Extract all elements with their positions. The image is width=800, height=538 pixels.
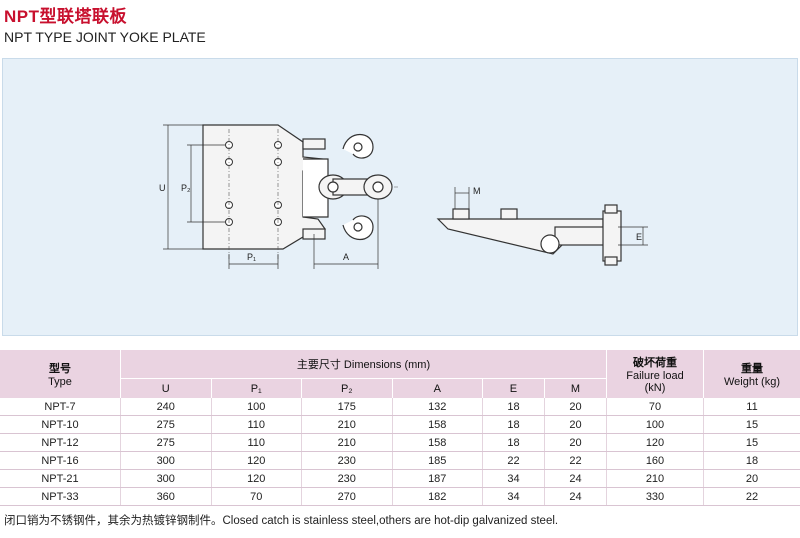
cell-e: 18 xyxy=(482,433,545,452)
cell-weight: 22 xyxy=(703,487,800,506)
cell-p1: 70 xyxy=(210,487,302,506)
cell-type: NPT-16 xyxy=(0,451,121,470)
cell-type: NPT-21 xyxy=(0,469,121,488)
cell-weight: 18 xyxy=(703,451,800,470)
fail-unit: (kN) xyxy=(644,382,666,394)
cell-p1: 120 xyxy=(210,469,302,488)
col-type: 型号 Type xyxy=(0,350,121,398)
cell-weight: 11 xyxy=(703,398,800,416)
cell-failure-load: 100 xyxy=(606,415,704,434)
clevis-link xyxy=(302,133,393,241)
cell-e: 22 xyxy=(482,451,545,470)
cell-p1: 100 xyxy=(210,398,302,416)
cell-type: NPT-10 xyxy=(0,415,121,434)
cell-p1: 120 xyxy=(210,451,302,470)
yoke-plate-drawing: U P₂ P₁ A M E xyxy=(159,124,648,269)
cell-a: 185 xyxy=(391,451,483,470)
cell-m: 22 xyxy=(543,451,607,470)
fail-cn: 破坏荷重 xyxy=(633,357,677,369)
type-cn: 型号 xyxy=(49,363,71,375)
footnote: 闭口销为不锈钢件，其余为热镀锌钢制件。Closed catch is stain… xyxy=(4,515,559,527)
cell-m: 20 xyxy=(543,415,607,434)
label-a: A xyxy=(343,252,349,262)
cell-type: NPT-12 xyxy=(0,433,121,452)
cell-u: 240 xyxy=(120,398,211,416)
table-row: NPT-21 300 120 230 187 34 24 210 20 xyxy=(0,469,800,488)
cell-failure-load: 210 xyxy=(606,469,704,488)
cell-a: 187 xyxy=(391,469,483,488)
fail-en: Failure load xyxy=(626,370,684,382)
table-row: NPT-7 240 100 175 132 18 20 70 11 xyxy=(0,398,800,416)
cell-a: 132 xyxy=(391,398,483,416)
cell-weight: 15 xyxy=(703,415,800,434)
weight-cn: 重量 xyxy=(741,363,763,375)
cell-failure-load: 70 xyxy=(606,398,704,416)
plate-side-view xyxy=(436,204,622,266)
label-e: E xyxy=(636,232,642,242)
cell-p2: 210 xyxy=(301,415,392,434)
cell-p1: 110 xyxy=(210,415,302,434)
col-p1: P₁ xyxy=(210,378,302,398)
cell-a: 158 xyxy=(391,415,483,434)
cell-m: 20 xyxy=(543,398,607,416)
col-m: M xyxy=(543,378,607,398)
page-subtitle: NPT TYPE JOINT YOKE PLATE xyxy=(4,29,206,45)
cell-type: NPT-7 xyxy=(0,398,121,416)
col-p2: P₂ xyxy=(301,378,392,398)
col-a: A xyxy=(391,378,483,398)
cell-failure-load: 160 xyxy=(606,451,704,470)
cell-p1: 110 xyxy=(210,433,302,452)
cell-p2: 230 xyxy=(301,469,392,488)
cell-u: 360 xyxy=(120,487,211,506)
cell-m: 24 xyxy=(543,487,607,506)
cell-e: 34 xyxy=(482,469,545,488)
col-u: U xyxy=(120,378,211,398)
col-e: E xyxy=(482,378,545,398)
cell-p2: 210 xyxy=(301,433,392,452)
col-failure-load: 破坏荷重 Failure load (kN) xyxy=(606,350,704,398)
cell-weight: 20 xyxy=(703,469,800,488)
label-p1: P₁ xyxy=(247,252,256,262)
page-title: NPT型联塔联板 xyxy=(4,7,127,26)
cell-failure-load: 120 xyxy=(606,433,704,452)
cell-p2: 175 xyxy=(301,398,392,416)
technical-drawing-panel: U P₂ P₁ A M E xyxy=(2,58,798,336)
spec-table: 型号 Type 主要尺寸 Dimensions (mm) 破坏荷重 Failur… xyxy=(0,350,800,506)
cell-failure-load: 330 xyxy=(606,487,704,506)
table-row: NPT-33 360 70 270 182 34 24 330 22 xyxy=(0,487,800,506)
table-row: NPT-12 275 110 210 158 18 20 120 15 xyxy=(0,433,800,452)
cell-type: NPT-33 xyxy=(0,487,121,506)
cell-m: 24 xyxy=(543,469,607,488)
type-en: Type xyxy=(48,376,72,388)
cell-p2: 270 xyxy=(301,487,392,506)
cell-e: 18 xyxy=(482,415,545,434)
cell-a: 158 xyxy=(391,433,483,452)
cell-u: 300 xyxy=(120,469,211,488)
cell-a: 182 xyxy=(391,487,483,506)
cell-u: 275 xyxy=(120,415,211,434)
col-dimensions-group: 主要尺寸 Dimensions (mm) xyxy=(120,350,607,379)
cell-u: 275 xyxy=(120,433,211,452)
table-row: NPT-10 275 110 210 158 18 20 100 15 xyxy=(0,415,800,434)
cell-e: 34 xyxy=(482,487,545,506)
label-p2: P₂ xyxy=(181,183,191,193)
col-weight: 重量 Weight (kg) xyxy=(703,350,800,398)
table-row: NPT-16 300 120 230 185 22 22 160 18 xyxy=(0,451,800,470)
cell-m: 20 xyxy=(543,433,607,452)
cell-u: 300 xyxy=(120,451,211,470)
label-m: M xyxy=(473,186,481,196)
cell-e: 18 xyxy=(482,398,545,416)
cell-weight: 15 xyxy=(703,433,800,452)
cell-p2: 230 xyxy=(301,451,392,470)
label-u: U xyxy=(159,183,166,193)
weight-en: Weight (kg) xyxy=(723,376,781,388)
